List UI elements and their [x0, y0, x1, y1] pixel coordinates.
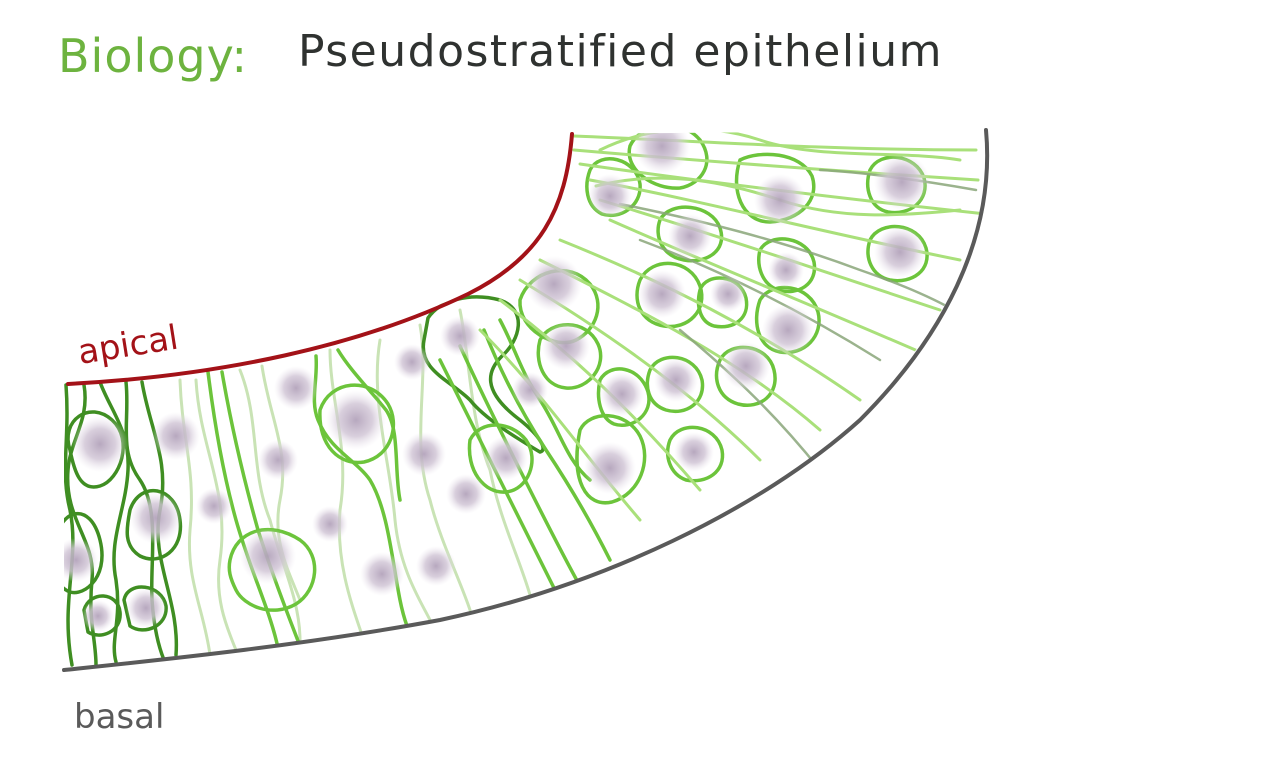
basal-membrane-line: [62, 128, 990, 672]
nuclei: [64, 130, 930, 632]
title-subject: Biology:: [58, 29, 248, 83]
apical-surface-line: [66, 132, 574, 386]
apical-label: apical: [75, 318, 181, 373]
basal-label: basal: [74, 697, 164, 737]
cell-layer: [64, 130, 988, 667]
title-topic: Pseudostratified epithelium: [298, 26, 943, 77]
